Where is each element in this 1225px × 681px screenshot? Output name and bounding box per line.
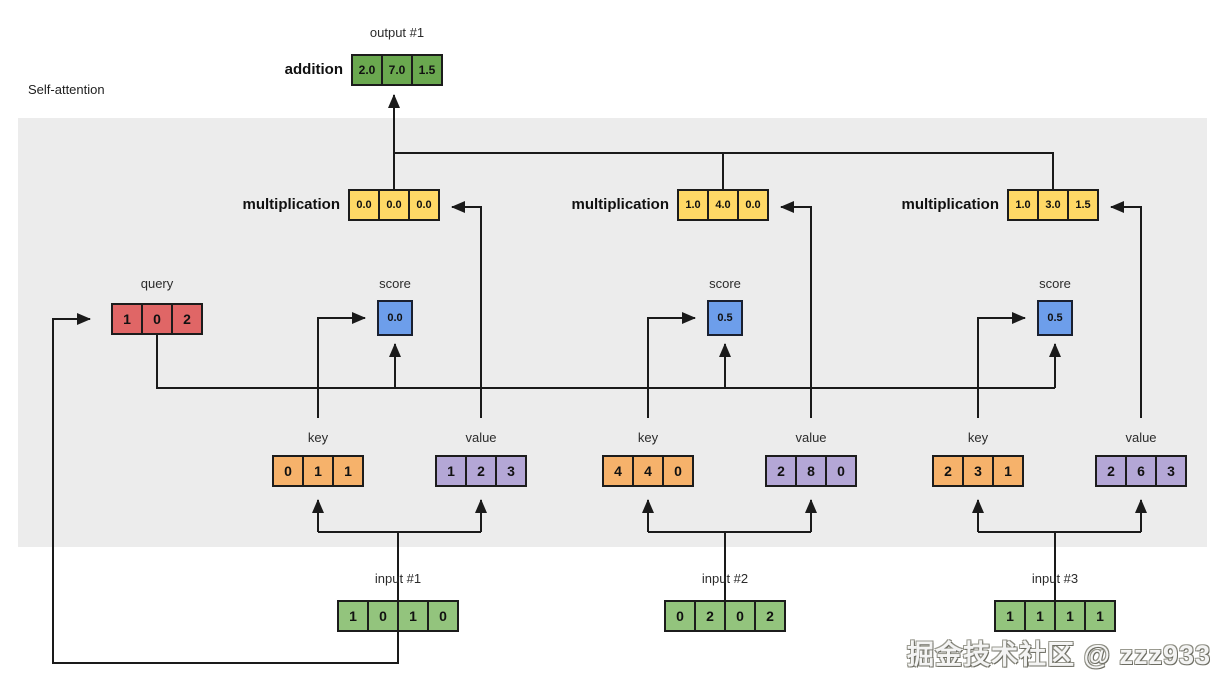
diagram-title: Self-attention [28, 82, 105, 97]
vector-cell: 1 [111, 303, 143, 335]
score-label-2: score [709, 276, 741, 291]
vector-cell: 3.0 [1037, 189, 1069, 221]
vector-cell: 2 [1095, 455, 1127, 487]
output-label: output #1 [369, 25, 425, 40]
vector-cell: 3 [962, 455, 994, 487]
vector-cell: 2 [932, 455, 964, 487]
multiplication-label-2: multiplication [571, 196, 670, 213]
value-label-2: value [795, 430, 827, 445]
vector-cell: 0 [427, 600, 459, 632]
vector-cell: 0 [367, 600, 399, 632]
vector-cell: 1 [1084, 600, 1116, 632]
key-vector-2: 4 4 0 [602, 455, 694, 487]
vector-cell: 4.0 [707, 189, 739, 221]
key-label-2: key [637, 430, 659, 445]
vector-cell: 1 [397, 600, 429, 632]
vector-cell: 1 [992, 455, 1024, 487]
vector-cell: 0.0 [378, 189, 410, 221]
vector-cell: 3 [1155, 455, 1187, 487]
vector-cell: 1.0 [677, 189, 709, 221]
score-label-1: score [379, 276, 411, 291]
vector-cell: 2 [465, 455, 497, 487]
addition-label: addition [284, 61, 343, 78]
vector-cell: 0 [825, 455, 857, 487]
input-vector-1: 1 0 1 0 [337, 600, 459, 632]
vector-cell: 2.0 [351, 54, 383, 86]
value-label-3: value [1125, 430, 1157, 445]
vector-cell: 0.0 [408, 189, 440, 221]
vector-cell: 4 [602, 455, 634, 487]
vector-cell: 2 [765, 455, 797, 487]
multiplication-label-3: multiplication [901, 196, 1000, 213]
vector-cell: 6 [1125, 455, 1157, 487]
vector-cell: 1 [994, 600, 1026, 632]
vector-cell: 4 [632, 455, 664, 487]
input-label-2: input #2 [701, 571, 749, 586]
query-label: query [140, 276, 174, 291]
vector-cell: 1 [1054, 600, 1086, 632]
score-label-3: score [1039, 276, 1071, 291]
multiplication-vector-1: 0.0 0.0 0.0 [348, 189, 440, 221]
multiplication-vector-2: 1.0 4.0 0.0 [677, 189, 769, 221]
value-vector-2: 2 8 0 [765, 455, 857, 487]
key-label-3: key [967, 430, 989, 445]
multiplication-label-1: multiplication [242, 196, 341, 213]
vector-cell: 2 [754, 600, 786, 632]
watermark: 掘金技术社区 @ zzz933 [907, 640, 1211, 670]
key-vector-3: 2 3 1 [932, 455, 1024, 487]
vector-cell: 0.0 [737, 189, 769, 221]
output-vector: 2.0 7.0 1.5 [351, 54, 443, 86]
input-vector-3: 1 1 1 1 [994, 600, 1116, 632]
vector-cell: 7.0 [381, 54, 413, 86]
vector-cell: 1 [302, 455, 334, 487]
score-cell-1: 0.0 [377, 300, 413, 336]
score-cell-2: 0.5 [707, 300, 743, 336]
vector-cell: 0 [724, 600, 756, 632]
vector-cell: 1 [1024, 600, 1056, 632]
vector-cell: 1.5 [1067, 189, 1099, 221]
query-vector: 1 0 2 [111, 303, 203, 335]
key-label-1: key [307, 430, 329, 445]
vector-cell: 1.5 [411, 54, 443, 86]
multiplication-vector-3: 1.0 3.0 1.5 [1007, 189, 1099, 221]
value-vector-1: 1 2 3 [435, 455, 527, 487]
vector-cell: 1.0 [1007, 189, 1039, 221]
vector-cell: 8 [795, 455, 827, 487]
vector-cell: 0.0 [348, 189, 380, 221]
input-vector-2: 0 2 0 2 [664, 600, 786, 632]
vector-cell: 3 [495, 455, 527, 487]
vector-cell: 1 [435, 455, 467, 487]
value-label-1: value [465, 430, 497, 445]
vector-cell: 0 [141, 303, 173, 335]
vector-cell: 2 [694, 600, 726, 632]
vector-cell: 0 [272, 455, 304, 487]
vector-cell: 1 [332, 455, 364, 487]
value-vector-3: 2 6 3 [1095, 455, 1187, 487]
input-label-1: input #1 [374, 571, 422, 586]
key-vector-1: 0 1 1 [272, 455, 364, 487]
vector-cell: 1 [337, 600, 369, 632]
vector-cell: 2 [171, 303, 203, 335]
input-label-3: input #3 [1031, 571, 1079, 586]
score-cell-3: 0.5 [1037, 300, 1073, 336]
vector-cell: 0 [664, 600, 696, 632]
vector-cell: 0 [662, 455, 694, 487]
